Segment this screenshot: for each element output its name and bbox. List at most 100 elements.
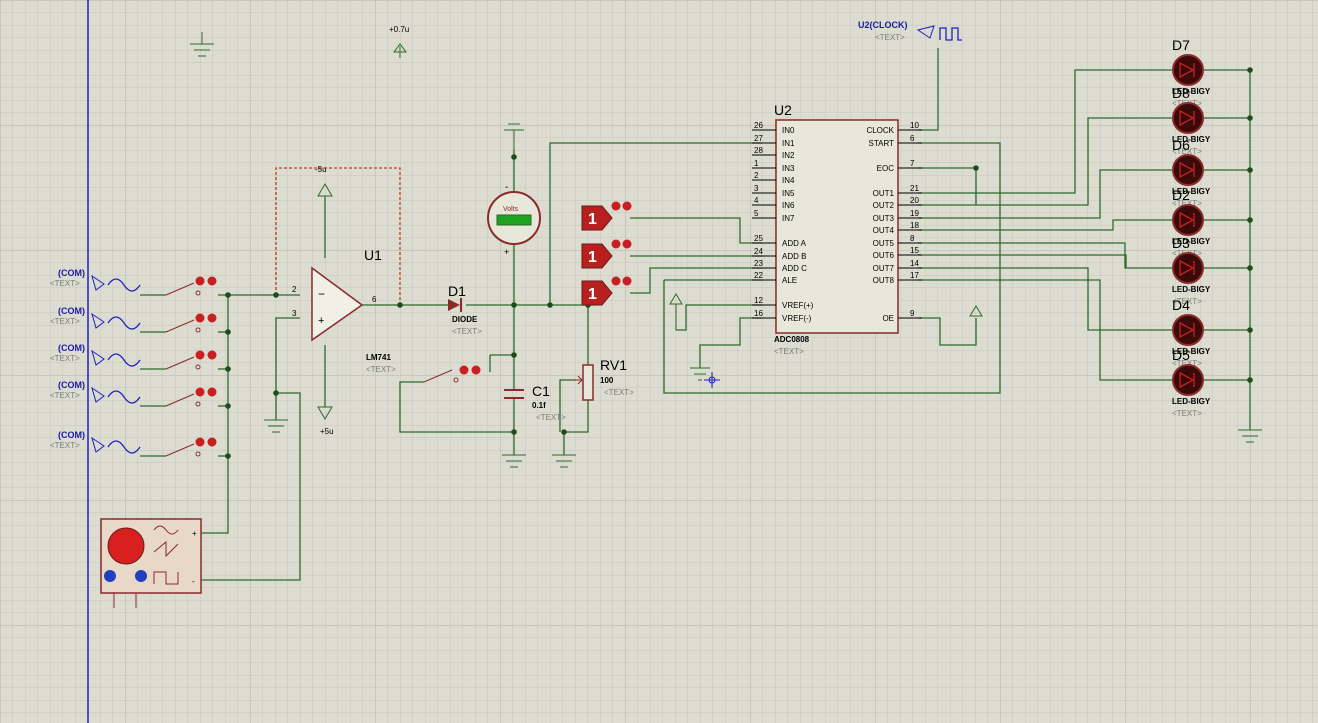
ground-u1[interactable] <box>264 419 288 433</box>
u2-pin-num: 19 <box>910 209 919 218</box>
logic-state-2[interactable]: 1 <box>581 239 632 269</box>
u2-pin-num: 17 <box>910 271 919 280</box>
u2-pin-num: 25 <box>754 234 763 243</box>
u2-pin-name: ALE <box>782 276 797 285</box>
svg-text:<TEXT>: <TEXT> <box>1172 199 1202 208</box>
u2-pin-name: IN6 <box>782 201 795 210</box>
ac-source-1[interactable]: (COM)<TEXT> <box>50 268 217 296</box>
cap-switch[interactable] <box>423 365 481 383</box>
svg-text:3: 3 <box>292 309 297 318</box>
ground-vref[interactable] <box>690 367 720 388</box>
u2-pin-num: 5 <box>754 209 759 218</box>
logic-states: 1 1 1 <box>581 201 632 306</box>
u2-pin-name: IN3 <box>782 164 795 173</box>
svg-text:D7: D7 <box>1172 37 1190 53</box>
u2-pin-num: 8 <box>910 234 915 243</box>
svg-text:−: − <box>318 287 325 301</box>
u2-pin-num: 9 <box>910 309 915 318</box>
svg-text:DIODE: DIODE <box>452 315 478 324</box>
svg-text:-5u: -5u <box>315 165 327 174</box>
u2-pin-num: 1 <box>754 159 759 168</box>
ac-source-3[interactable]: (COM)<TEXT> <box>50 343 217 370</box>
svg-text:LED-BIGY: LED-BIGY <box>1172 347 1211 356</box>
u2-pin-name: ADD B <box>782 252 806 261</box>
ac-source-4[interactable]: (COM)<TEXT> <box>50 380 217 407</box>
svg-text:+: + <box>192 529 197 538</box>
u2-pin-name: OUT7 <box>873 264 895 273</box>
ground-led[interactable] <box>1238 429 1262 443</box>
svg-text:Volts: Volts <box>503 206 519 213</box>
clock-generator[interactable]: U2(CLOCK) <TEXT> <box>858 20 962 42</box>
u2-pin-num: 4 <box>754 196 759 205</box>
svg-text:-: - <box>505 182 508 193</box>
svg-text:100: 100 <box>600 376 614 385</box>
svg-text:1: 1 <box>588 211 597 228</box>
adc-u2[interactable]: U2 ADC0808 <TEXT> 26IN027IN128IN21IN32IN… <box>752 102 922 356</box>
svg-text:LED-BIGY: LED-BIGY <box>1172 187 1211 196</box>
u2-pin-num: 28 <box>754 146 763 155</box>
u2-pin-num: 27 <box>754 134 763 143</box>
ground-symbol-top[interactable] <box>190 32 214 57</box>
u2-pin-name: START <box>869 139 895 148</box>
junction-dots <box>225 67 1253 459</box>
u2-pin-num: 16 <box>754 309 763 318</box>
u2-pin-name: ADD A <box>782 239 807 248</box>
svg-text:0.1f: 0.1f <box>532 401 546 410</box>
svg-text:(COM): (COM) <box>58 268 85 278</box>
u2-pin-name: OUT3 <box>873 214 895 223</box>
ground-c1[interactable] <box>502 454 576 468</box>
u1-ref: U1 <box>364 247 382 263</box>
u2-pin-name: OE <box>882 314 894 323</box>
svg-text:<TEXT>: <TEXT> <box>1172 409 1202 418</box>
svg-text:C1: C1 <box>532 383 550 399</box>
u2-pin-num: 23 <box>754 259 763 268</box>
function-generator[interactable]: +- <box>100 518 202 608</box>
u2-pin-num: 6 <box>910 134 915 143</box>
svg-text:1: 1 <box>588 249 597 266</box>
svg-text:+5u: +5u <box>320 427 334 436</box>
logic-state-3[interactable]: 1 <box>581 276 632 306</box>
u2-right-pins: 10CLOCK6START7EOC21OUT120OUT219OUT318OUT… <box>866 121 922 323</box>
potentiometer-rv1[interactable]: RV1 100 <TEXT> <box>574 357 634 401</box>
u2-pin-name: IN0 <box>782 126 795 135</box>
svg-text:<TEXT>: <TEXT> <box>50 354 80 363</box>
svg-text:<TEXT>: <TEXT> <box>452 327 482 336</box>
u2-pin-name: CLOCK <box>866 126 894 135</box>
u2-pin-num: 15 <box>910 246 919 255</box>
power-terminal-top[interactable]: +0.7u <box>389 25 409 58</box>
svg-text:2: 2 <box>292 285 297 294</box>
ac-source-2[interactable]: (COM)<TEXT> <box>50 306 217 333</box>
u1-part: LM741 <box>366 353 391 362</box>
svg-text:+: + <box>504 247 509 257</box>
logic-state-1[interactable]: 1 <box>581 201 632 231</box>
u2-pin-name: OUT2 <box>873 201 895 210</box>
svg-text:<TEXT>: <TEXT> <box>604 388 634 397</box>
u2-pin-num: 22 <box>754 271 763 280</box>
ac-sources: (COM)<TEXT>(COM)<TEXT>(COM)<TEXT>(COM)<T… <box>50 268 217 457</box>
svg-text:D8: D8 <box>1172 85 1190 101</box>
svg-text:<TEXT>: <TEXT> <box>1172 147 1202 156</box>
capacitor-c1[interactable]: C1 0.1f <TEXT> <box>504 383 566 422</box>
u2-pin-name: ADD C <box>782 264 807 273</box>
svg-text:D5: D5 <box>1172 347 1190 363</box>
svg-text:D4: D4 <box>1172 297 1190 313</box>
vref-power[interactable] <box>669 293 983 330</box>
opamp-u1[interactable]: − + 2 3 6 U1 LM741 <TEXT> -5u +5u <box>292 165 396 436</box>
led-array: D7LED-BIGY<TEXT>D8LED-BIGY<TEXT>D6LED-BI… <box>1172 37 1211 418</box>
ac-source-5[interactable]: (COM)<TEXT> <box>50 430 217 457</box>
u2-pin-num: 24 <box>754 247 763 256</box>
diode-d1[interactable]: D1 DIODE <TEXT> <box>448 283 482 336</box>
svg-text:LED-BIGY: LED-BIGY <box>1172 285 1211 294</box>
u2-pin-num: 26 <box>754 121 763 130</box>
voltmeter[interactable]: Volts - + <box>487 123 541 257</box>
u2-left-pins: 26IN027IN128IN21IN32IN43IN54IN65IN725ADD… <box>752 121 814 323</box>
svg-text:RV1: RV1 <box>600 357 627 373</box>
svg-text:(COM): (COM) <box>58 306 85 316</box>
